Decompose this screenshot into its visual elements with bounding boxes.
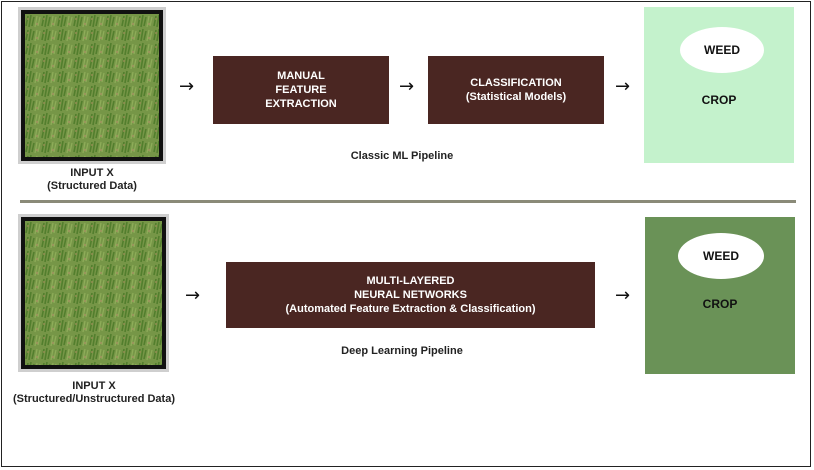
- input-caption-title: INPUT X: [70, 167, 114, 179]
- field-image-deep: [21, 217, 166, 369]
- classification-sublabel: (Statistical Models): [465, 91, 567, 103]
- crop-field-photo: [25, 14, 159, 157]
- input-caption-subtitle: (Structured/Unstructured Data): [13, 393, 175, 405]
- arrow-icon: →: [615, 285, 631, 306]
- neural-networks-box: MULTI-LAYERED NEURAL NETWORKS (Automated…: [226, 262, 595, 328]
- neural-networks-label-2: NEURAL NETWORKS: [354, 289, 467, 301]
- input-caption-subtitle: (Structured Data): [47, 180, 137, 192]
- neural-networks-label-1: MULTI-LAYERED: [366, 275, 455, 287]
- classic-pipeline-label: Classic ML Pipeline: [350, 150, 454, 162]
- neural-networks-sublabel: (Automated Feature Extraction & Classifi…: [285, 303, 536, 315]
- weed-oval: WEED: [678, 233, 764, 279]
- crop-label: CROP: [701, 93, 737, 107]
- classic-output-panel: WEED CROP: [644, 7, 794, 163]
- field-image-classic: [21, 10, 163, 161]
- arrow-icon: →: [179, 76, 195, 97]
- arrow-icon: →: [185, 285, 201, 306]
- manual-feature-extraction-box: MANUAL FEATURE EXTRACTION: [213, 56, 389, 124]
- deep-output-panel: WEED CROP: [645, 217, 795, 374]
- manual-feature-extraction-label: MANUAL FEATURE EXTRACTION: [265, 70, 337, 110]
- classification-label: CLASSIFICATION: [470, 77, 562, 89]
- crop-label: CROP: [702, 297, 738, 311]
- arrow-icon: →: [615, 76, 631, 97]
- input-caption-classic: INPUT X (Structured Data): [22, 167, 162, 193]
- crop-field-photo: [25, 221, 162, 365]
- arrow-icon: →: [399, 76, 415, 97]
- deep-pipeline-label: Deep Learning Pipeline: [341, 345, 463, 357]
- weed-oval: WEED: [680, 27, 764, 73]
- pipeline-divider: [20, 200, 796, 203]
- input-caption-title: INPUT X: [72, 380, 116, 392]
- input-caption-deep: INPUT X (Structured/Unstructured Data): [4, 380, 184, 406]
- classification-box: CLASSIFICATION (Statistical Models): [428, 56, 604, 124]
